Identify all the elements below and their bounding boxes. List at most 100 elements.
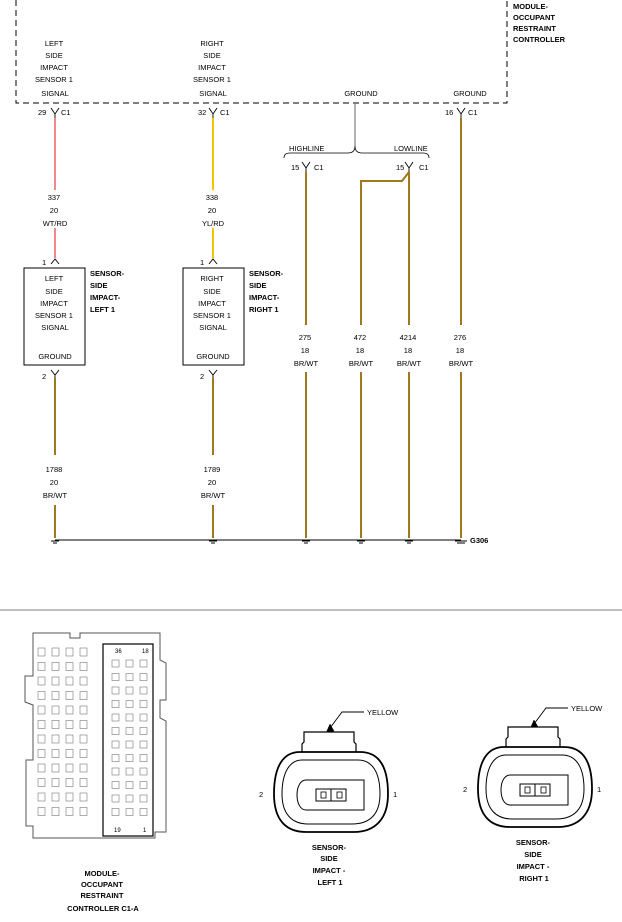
connector-id: C1 bbox=[314, 163, 324, 172]
ground-splice bbox=[302, 540, 310, 544]
module-connector-name: MODULE- OCCUPANT RESTRAINT CONTROLLER C1… bbox=[67, 869, 139, 913]
connector-cavity bbox=[51, 807, 60, 816]
connector-terminal-slot bbox=[320, 791, 327, 799]
connector-cavity bbox=[51, 691, 60, 700]
connector-cavity bbox=[37, 676, 46, 686]
connector-cavity bbox=[37, 662, 46, 671]
wire-label-4214: 4214 18 BR/WT bbox=[397, 333, 422, 368]
wire-label-1789: 1789 20 BR/WT bbox=[201, 465, 226, 500]
connector-cavity bbox=[139, 767, 148, 776]
ground-point-label: G306 bbox=[470, 536, 488, 545]
connector-cavity bbox=[79, 662, 88, 671]
connector-symbol bbox=[50, 107, 60, 118]
connector-cavity bbox=[111, 686, 120, 695]
connector-cavity bbox=[111, 727, 120, 735]
connector-cavity bbox=[51, 792, 60, 802]
connector-cavity bbox=[37, 778, 46, 787]
pin-number: 32 bbox=[198, 108, 206, 117]
connector-cavity bbox=[37, 749, 46, 758]
sensor-left-pin-1: 1 bbox=[393, 790, 397, 799]
connector-cavity bbox=[37, 691, 46, 700]
wire-472-upper bbox=[360, 171, 410, 325]
connector-cavity bbox=[125, 794, 134, 803]
connector-cavity bbox=[79, 778, 88, 787]
module-pin-label-ground: GROUND bbox=[453, 89, 487, 98]
connector-cavity bbox=[37, 792, 46, 802]
connector-cavity bbox=[125, 700, 134, 708]
connector-cavity bbox=[65, 647, 74, 657]
connector-cavity bbox=[37, 720, 46, 729]
connector-cavity bbox=[65, 662, 74, 671]
connector-cavity bbox=[65, 691, 74, 700]
pin-number: 15 bbox=[396, 163, 404, 172]
pin-number: 29 bbox=[38, 108, 46, 117]
sensor-right-color-label: YELLOW bbox=[571, 704, 603, 713]
connector-cavity bbox=[139, 794, 148, 803]
connector-symbol bbox=[208, 258, 218, 265]
sensor-right-name: SENSOR- SIDE IMPACT- RIGHT 1 bbox=[249, 269, 285, 314]
connector-id: C1 bbox=[61, 108, 71, 117]
wire-label-472: 472 18 BR/WT bbox=[349, 333, 374, 368]
connector-id: C1 bbox=[468, 108, 478, 117]
wire-label-276: 276 18 BR/WT bbox=[449, 333, 474, 368]
connector-cavity bbox=[37, 763, 46, 773]
wire-label-337: 337 20 WT/RD bbox=[43, 193, 68, 228]
connector-cavity bbox=[79, 720, 88, 729]
connector-cavity bbox=[79, 792, 88, 802]
highline-lowline-bracket bbox=[283, 145, 430, 159]
connector-symbol bbox=[456, 107, 466, 118]
connector-terminal-2 bbox=[330, 788, 347, 802]
pin-number: 1 bbox=[42, 258, 46, 267]
connector-cavity bbox=[139, 659, 148, 668]
connector-cavity bbox=[125, 754, 134, 762]
connector-cavity bbox=[65, 763, 74, 773]
connector-cavity bbox=[139, 686, 148, 695]
connector-cavity bbox=[51, 676, 60, 686]
sensor-right-connector-face bbox=[477, 707, 593, 828]
wire-label-338: 338 20 YL/RD bbox=[202, 193, 225, 228]
connector-cavity bbox=[65, 778, 74, 787]
connector-cavity bbox=[125, 767, 134, 776]
connector-cavity bbox=[51, 734, 60, 744]
ground-symbol bbox=[455, 540, 467, 544]
connector-cavity bbox=[125, 740, 134, 749]
module-connector-cavities bbox=[37, 647, 148, 816]
module-pin-label-ground-shield: GROUND bbox=[344, 89, 378, 98]
highline-label: HIGHLINE bbox=[289, 144, 324, 153]
sensor-box-right bbox=[182, 267, 245, 366]
connector-cavity bbox=[79, 705, 88, 715]
connector-cavity bbox=[79, 676, 88, 686]
connector-cavity bbox=[37, 807, 46, 816]
sensor-right-pin-1: 1 bbox=[597, 785, 601, 794]
module-connector-pin-36: 36 bbox=[115, 649, 122, 655]
connector-cavity bbox=[51, 720, 60, 729]
sensor-right-connector-name: SENSOR- SIDE IMPACT - RIGHT 1 bbox=[516, 838, 552, 883]
connector-cavity bbox=[79, 647, 88, 657]
connector-cavity bbox=[37, 734, 46, 744]
connector-body-inner bbox=[485, 754, 585, 820]
connector-cavity bbox=[79, 734, 88, 744]
connector-symbol bbox=[404, 161, 414, 172]
sensor-left-pin-2: 2 bbox=[259, 790, 263, 799]
connector-cavity bbox=[111, 673, 120, 681]
connector-cavity bbox=[139, 781, 148, 789]
connector-cavity bbox=[37, 705, 46, 715]
pin-number: 15 bbox=[291, 163, 299, 172]
sensor-left-ground-label: GROUND bbox=[38, 352, 72, 361]
sensor-left-label: LEFT SIDE IMPACT SENSOR 1 SIGNAL bbox=[35, 274, 75, 332]
connector-body-inner bbox=[281, 759, 381, 825]
module-connector-face bbox=[24, 632, 167, 839]
module-connector-pin-1: 1 bbox=[143, 828, 147, 834]
connector-cavity bbox=[51, 749, 60, 758]
connector-leader bbox=[329, 711, 364, 729]
module-connector-pin-19: 19 bbox=[114, 828, 121, 834]
sensor-left-connector-name: SENSOR- SIDE IMPACT - LEFT 1 bbox=[312, 843, 348, 887]
connector-cavity bbox=[65, 734, 74, 744]
connector-cavity bbox=[111, 659, 120, 668]
module-connector-pin-block bbox=[102, 643, 154, 837]
connector-cavity bbox=[139, 808, 148, 816]
connector-cavity bbox=[111, 808, 120, 816]
connector-symbol bbox=[208, 107, 218, 118]
connector-id: C1 bbox=[419, 163, 429, 172]
pin-number: 2 bbox=[200, 372, 204, 381]
